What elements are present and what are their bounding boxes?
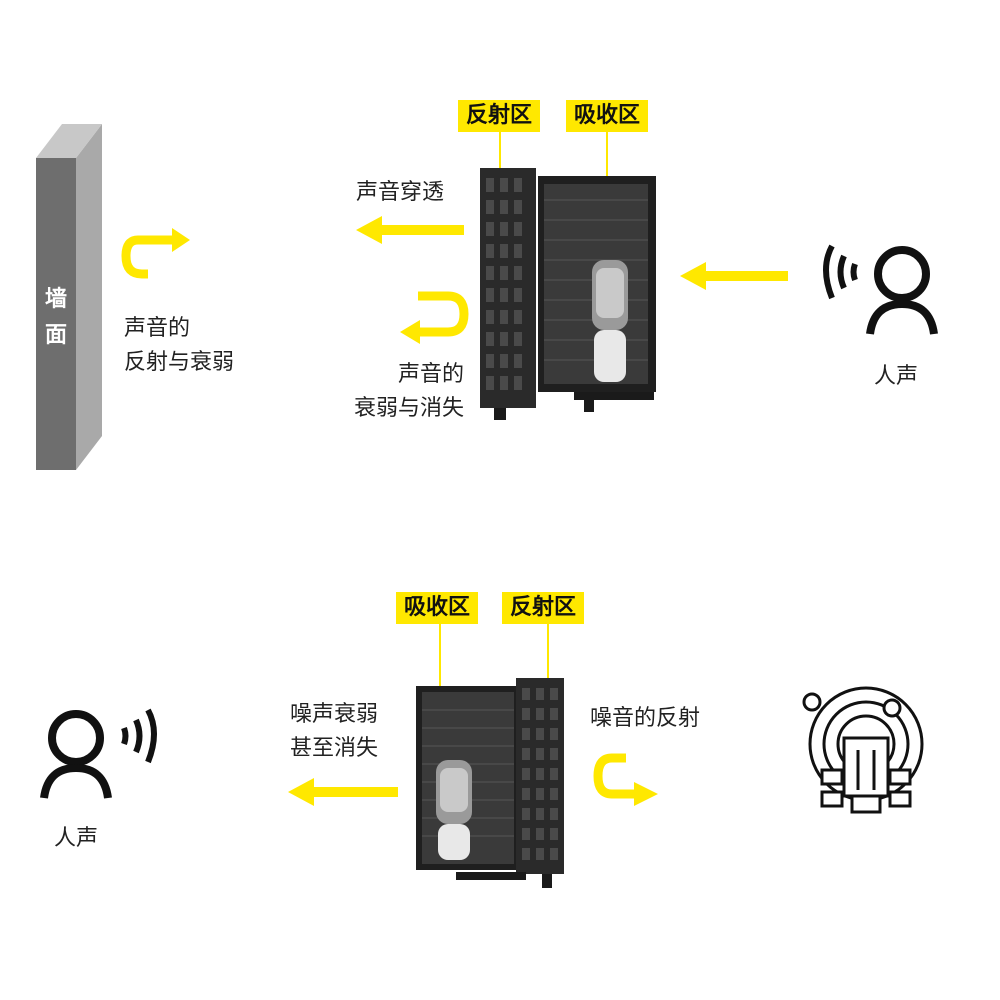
return-arrow-icon: [400, 291, 469, 344]
mic-shield-bottom: [416, 678, 564, 888]
left-arrow-icon: [288, 778, 398, 806]
noise-reflect-text: 噪音的反射: [590, 706, 701, 731]
return-arrow-icon: [593, 753, 658, 806]
tag-absorb-zone-bottom: 吸收区: [396, 592, 479, 624]
tag-absorb-zone-top: 吸收区: [566, 100, 649, 132]
wall-label: 墙 面: [44, 287, 67, 348]
return-arrow-icon: [121, 228, 190, 279]
noise-decay-text: 噪声衰弱 甚至消失: [290, 702, 379, 761]
wall-graphic: [36, 124, 102, 470]
noise-icon: [802, 686, 924, 814]
person-sound-icon: [40, 708, 157, 799]
person-sound-icon: [823, 244, 938, 335]
tag-reflect-zone-top: 反射区: [458, 100, 541, 132]
tag-reflect-zone-bottom: 反射区: [502, 592, 585, 624]
decay-text: 声音的 衰弱与消失: [353, 362, 464, 421]
voice-label-top: 人声: [874, 364, 919, 389]
left-arrow-icon: [680, 262, 788, 290]
mic-shield-top: [480, 168, 656, 420]
penetration-text: 声音穿透: [356, 180, 445, 205]
left-arrow-icon: [356, 216, 464, 244]
voice-label-bottom: 人声: [54, 826, 99, 851]
wall-reflect-text: 声音的 反射与衰弱: [124, 316, 235, 375]
